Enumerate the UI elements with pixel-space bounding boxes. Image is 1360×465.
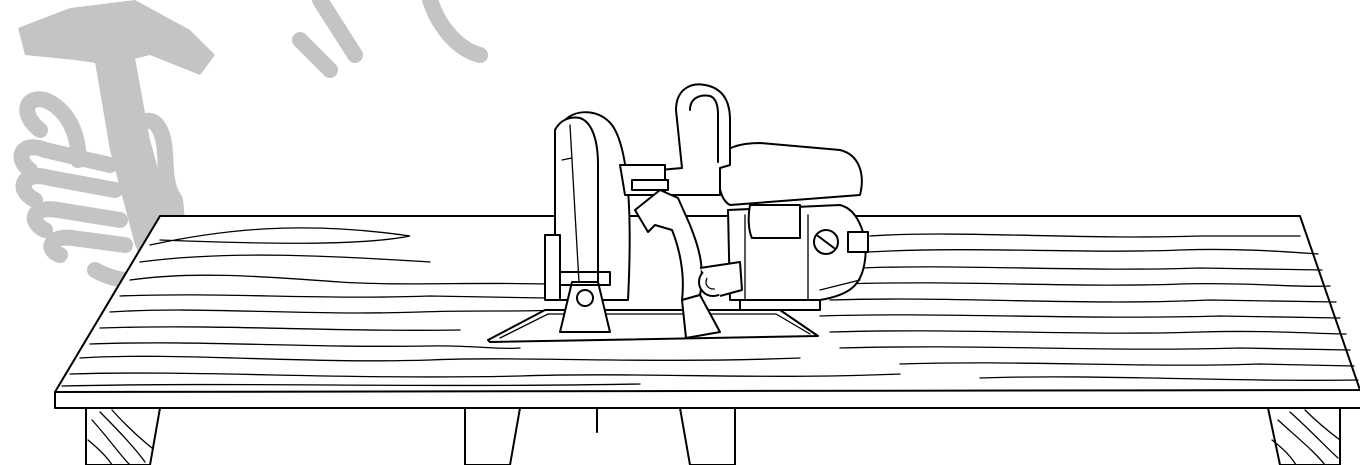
right-support-block xyxy=(1267,407,1341,465)
watermark-hammer-head xyxy=(18,0,215,75)
wood-grain-lines xyxy=(61,227,1359,387)
saw-depth-lever xyxy=(681,294,721,339)
circular-saw-icon xyxy=(487,83,869,343)
plank-front-edge xyxy=(54,391,1360,409)
plank-board xyxy=(54,215,1360,409)
saw-motor-cover xyxy=(717,142,863,206)
center-support-block xyxy=(464,407,736,465)
support-blocks xyxy=(85,407,1341,465)
left-support-block xyxy=(85,407,161,465)
saw-base-plate xyxy=(487,309,819,343)
saw-handle xyxy=(659,83,731,196)
